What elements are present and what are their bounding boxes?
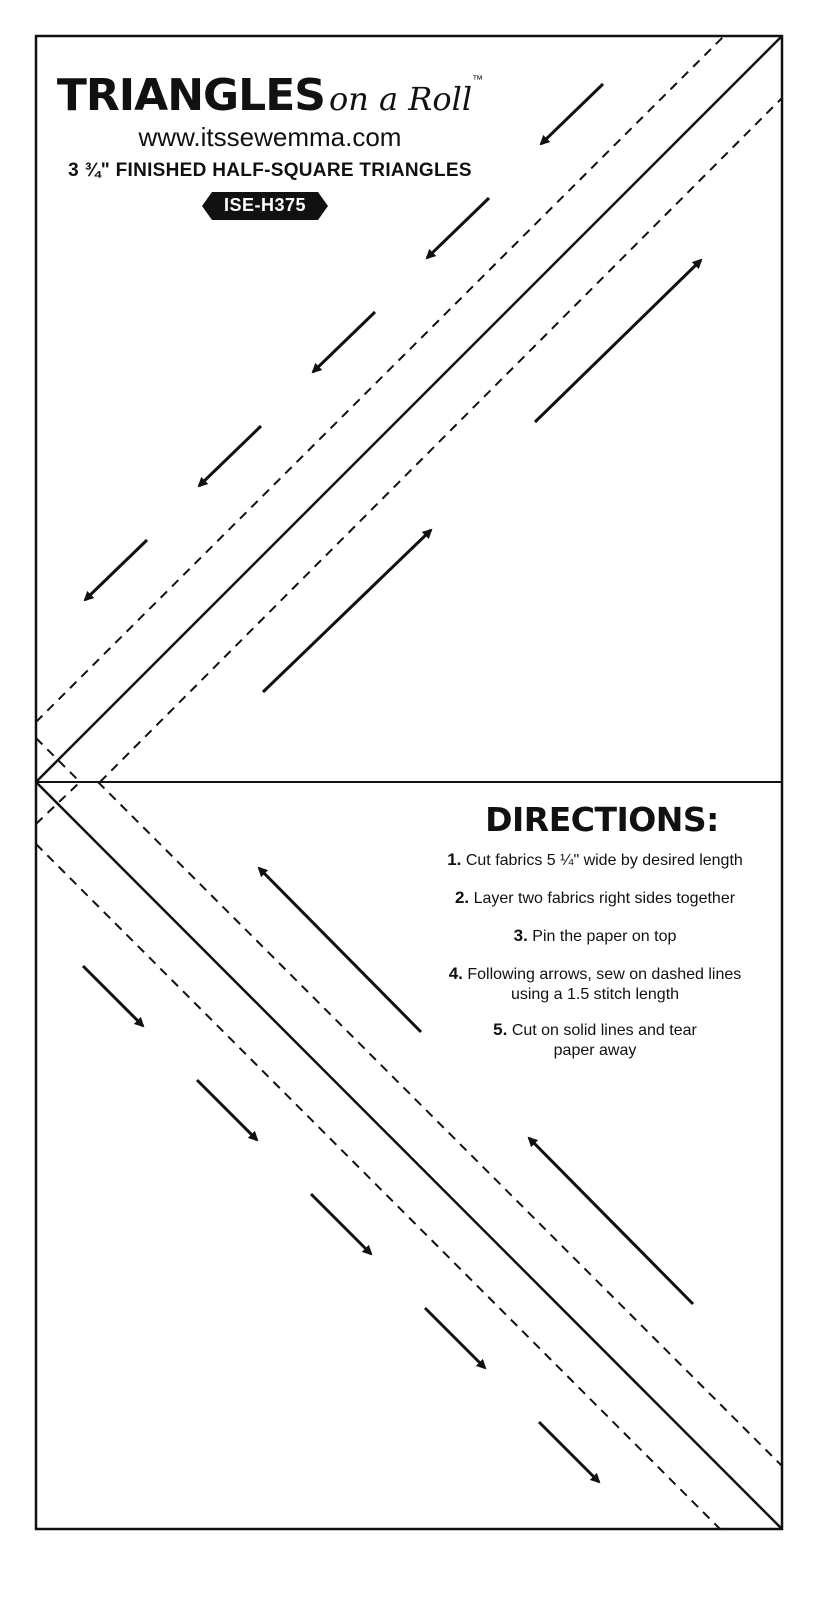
step-number: 3. [513, 926, 528, 945]
sew-direction-arrow [195, 1078, 259, 1142]
sew-line-dashed [35, 35, 725, 723]
sew-direction-arrow [425, 196, 491, 260]
sew-direction-arrow [423, 1306, 487, 1370]
cut-line [35, 781, 783, 1530]
step-text: Following arrows, sew on dashed lines [467, 966, 742, 983]
sew-direction-arrow [537, 1420, 601, 1484]
sew-line-dashed [35, 843, 721, 1530]
sew-direction-arrow [527, 1136, 695, 1306]
direction-step-1: 1. Cut fabrics 5 ¼" wide by desired leng… [380, 850, 810, 871]
step-number: 2. [454, 888, 470, 907]
sew-direction-arrow [197, 424, 263, 488]
direction-step-3: 3. Pin the paper on top [380, 926, 810, 947]
sew-direction-arrow [309, 1192, 373, 1256]
direction-step-2: 2. Layer two fabrics right sides togethe… [380, 888, 810, 909]
step-number: 1. [447, 850, 462, 869]
step-text-continued: using a 1.5 stitch length [510, 986, 680, 1003]
sew-line-dashed [97, 781, 783, 1467]
sew-direction-arrow [533, 258, 703, 424]
sew-line-dashed [99, 97, 783, 783]
brand-tagline: on a Roll [328, 80, 473, 118]
sew-direction-arrow [81, 964, 145, 1028]
sew-line-dashed [35, 781, 81, 825]
sku-code: ISE-H375 [223, 195, 307, 215]
sew-direction-arrow [83, 538, 149, 602]
website-url: www.itssewemma.com [138, 122, 402, 152]
step-number: 5. [493, 1020, 508, 1039]
product-subtitle: 3 ¾" FINISHED HALF-SQUARE TRIANGLES [68, 160, 472, 181]
sew-direction-arrow [539, 82, 605, 146]
sku-badge: ISE-H375 [202, 192, 328, 220]
direction-step-4: 4. Following arrows, sew on dashed lines… [380, 964, 810, 1005]
step-text: Pin the paper on top [532, 928, 677, 945]
trademark-symbol: ™ [472, 74, 484, 86]
step-text: Layer two fabrics right sides together [473, 890, 736, 907]
step-number: 4. [448, 964, 463, 983]
sew-direction-arrow [261, 528, 433, 694]
sew-direction-arrow [311, 310, 377, 374]
directions-heading: DIRECTIONS: [485, 800, 719, 839]
step-text-continued: paper away [553, 1042, 637, 1059]
step-text: Cut on solid lines and tear [511, 1022, 697, 1039]
sew-direction-arrow [257, 866, 423, 1034]
direction-step-5: 5. Cut on solid lines and tear paper awa… [380, 1020, 810, 1061]
brand-name: TRIANGLES [56, 70, 326, 121]
sew-line-dashed [35, 737, 81, 783]
step-text: Cut fabrics 5 ¼" wide by desired length [465, 852, 743, 869]
cut-line [35, 35, 783, 783]
